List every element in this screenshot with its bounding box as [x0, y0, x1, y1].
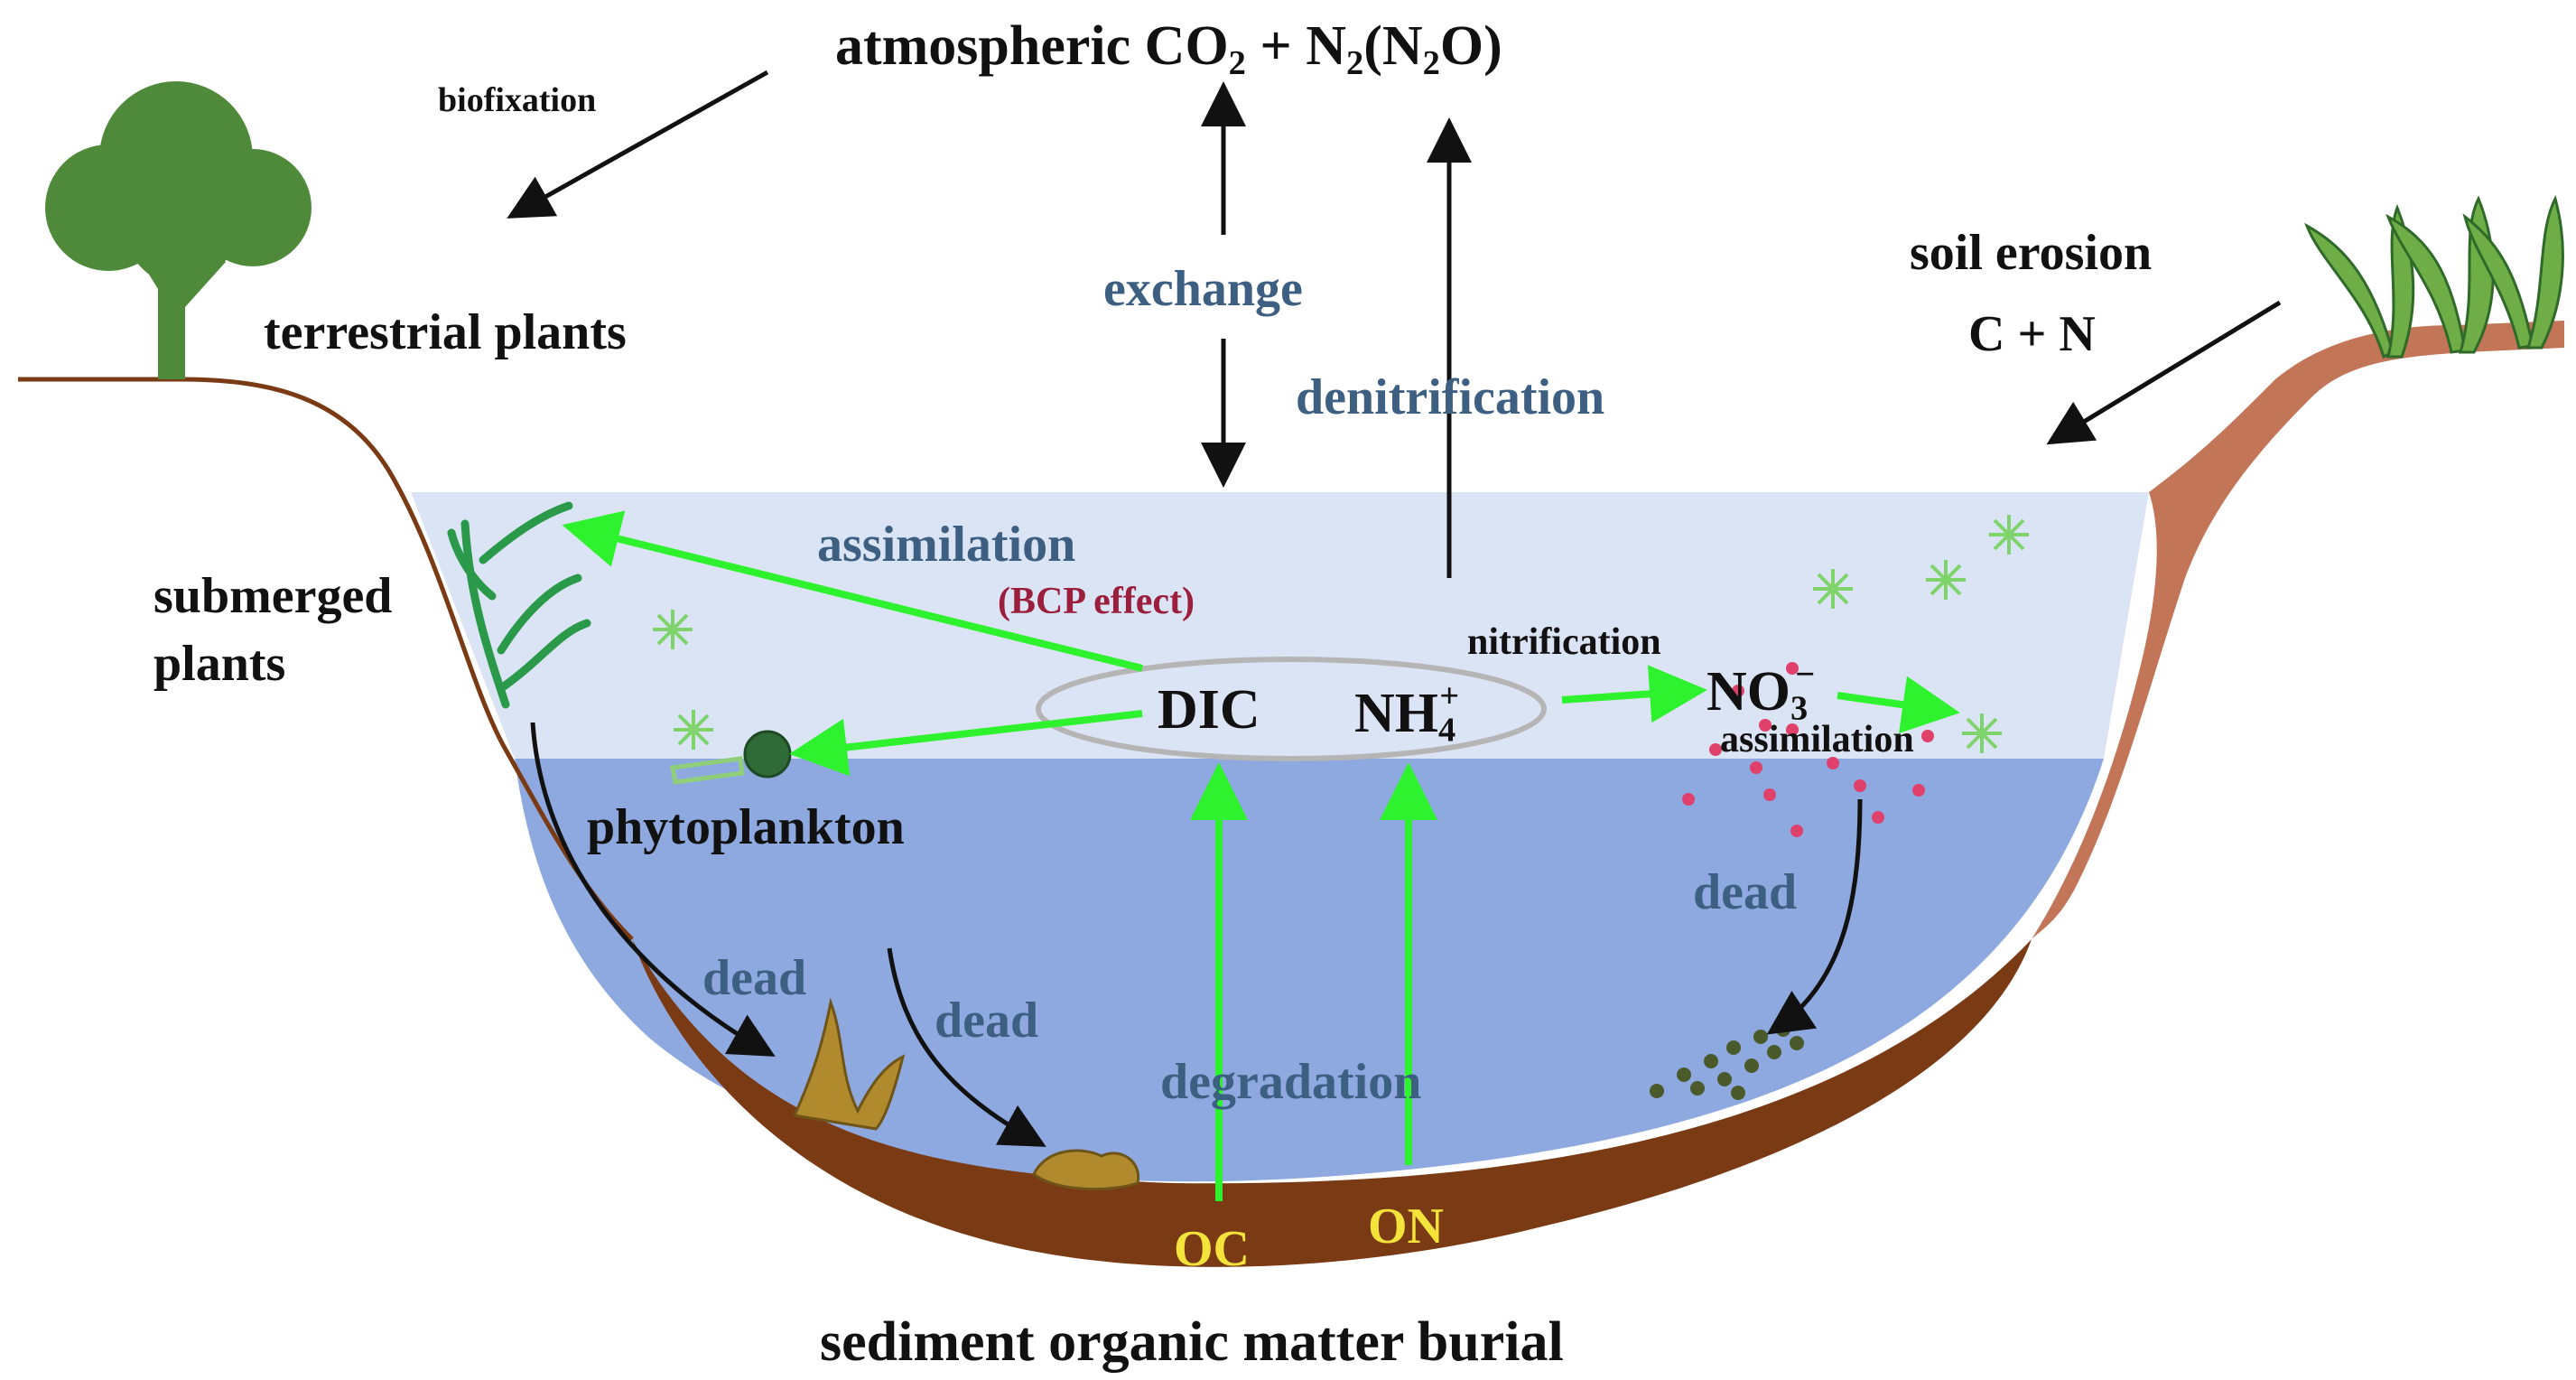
algae-icon: [653, 515, 2029, 753]
denitrification-label: denitrification: [1296, 369, 1605, 425]
dead-label-middle: dead: [935, 993, 1039, 1049]
co2-subscript: 2: [1228, 43, 1246, 82]
degradation-label: degradation: [1160, 1054, 1422, 1110]
no3-assimilation-arrow: [1837, 676, 1960, 733]
oc-label: OC: [1174, 1221, 1250, 1277]
dead-label-right: dead: [1693, 864, 1798, 920]
left-bank: [18, 377, 634, 941]
tree-icon: [45, 81, 312, 379]
n2-subscript: 2: [1346, 43, 1364, 82]
atmospheric-plus: + N: [1245, 15, 1346, 77]
assimilation-arrow-phytoplankton: [789, 710, 1143, 777]
nh4-superscript: +: [1439, 677, 1460, 715]
nh4-subscript: 4: [1438, 711, 1456, 750]
no3-assimilation-label: assimilation: [1720, 719, 1914, 760]
soil-erosion-label: soil erosion: [1910, 225, 2153, 281]
dic-label: DIC: [1158, 679, 1260, 741]
phytoplankton-icon: [670, 730, 792, 785]
dead-arrow-middle: [887, 947, 1046, 1147]
assimilation-arrow-submerged: [562, 510, 1143, 672]
biofixation-label: biofixation: [438, 81, 597, 119]
sediment-burial-label: sediment organic matter burial: [820, 1311, 1564, 1373]
sediment-layer: [632, 939, 2032, 1267]
assimilation-label: assimilation: [817, 517, 1076, 573]
dead-arrow-left: [530, 722, 776, 1057]
n2o-close: O): [1439, 15, 1502, 77]
n2o-open: (N: [1363, 15, 1423, 77]
reed-icon: [2304, 194, 2564, 359]
deep-water: [515, 759, 2104, 1182]
nh4-label: NH4+: [1354, 679, 1459, 748]
no3-base: NO: [1706, 660, 1790, 723]
bcp-effect-label: (BCP effect): [998, 581, 1195, 622]
nh4-base: NH: [1354, 682, 1438, 744]
seaweed-icon: [447, 501, 591, 709]
no3-subscript: 3: [1790, 689, 1809, 728]
soil-erosion-arrow: [2046, 300, 2282, 445]
submerged-plants-label-line2: plants: [153, 636, 286, 692]
nutrient-pool-ellipse: [1036, 657, 1547, 761]
biofixation-arrow: [507, 70, 769, 219]
n2o-subscript: 2: [1422, 43, 1440, 82]
no3-label: NO3−: [1706, 657, 1815, 726]
black-arrows: [507, 70, 2282, 1147]
exchange-label: exchange: [1103, 261, 1303, 317]
dead-arrow-right: [1766, 798, 1863, 1035]
nitrification-label: nitrification: [1467, 621, 1661, 663]
atmospheric-label: atmospheric CO2 + N2(N2O): [835, 18, 1502, 80]
surface-water: [411, 492, 2149, 759]
on-label: ON: [1368, 1198, 1444, 1254]
submerged-plants-label-line1: submerged: [153, 568, 393, 624]
nitrification-arrow: [1561, 665, 1707, 723]
atmospheric-prefix: atmospheric CO: [835, 15, 1229, 77]
green-arrows: [562, 510, 1960, 1201]
c-plus-n-label: C + N: [1968, 306, 2096, 362]
particle-icon: [1650, 662, 1934, 1100]
dead-label-left: dead: [702, 950, 807, 1006]
no3-superscript: −: [1795, 656, 1816, 694]
dead-plant-icon: [792, 997, 1140, 1191]
terrestrial-plants-label: terrestrial plants: [264, 304, 627, 360]
phytoplankton-label: phytoplankton: [587, 799, 905, 855]
